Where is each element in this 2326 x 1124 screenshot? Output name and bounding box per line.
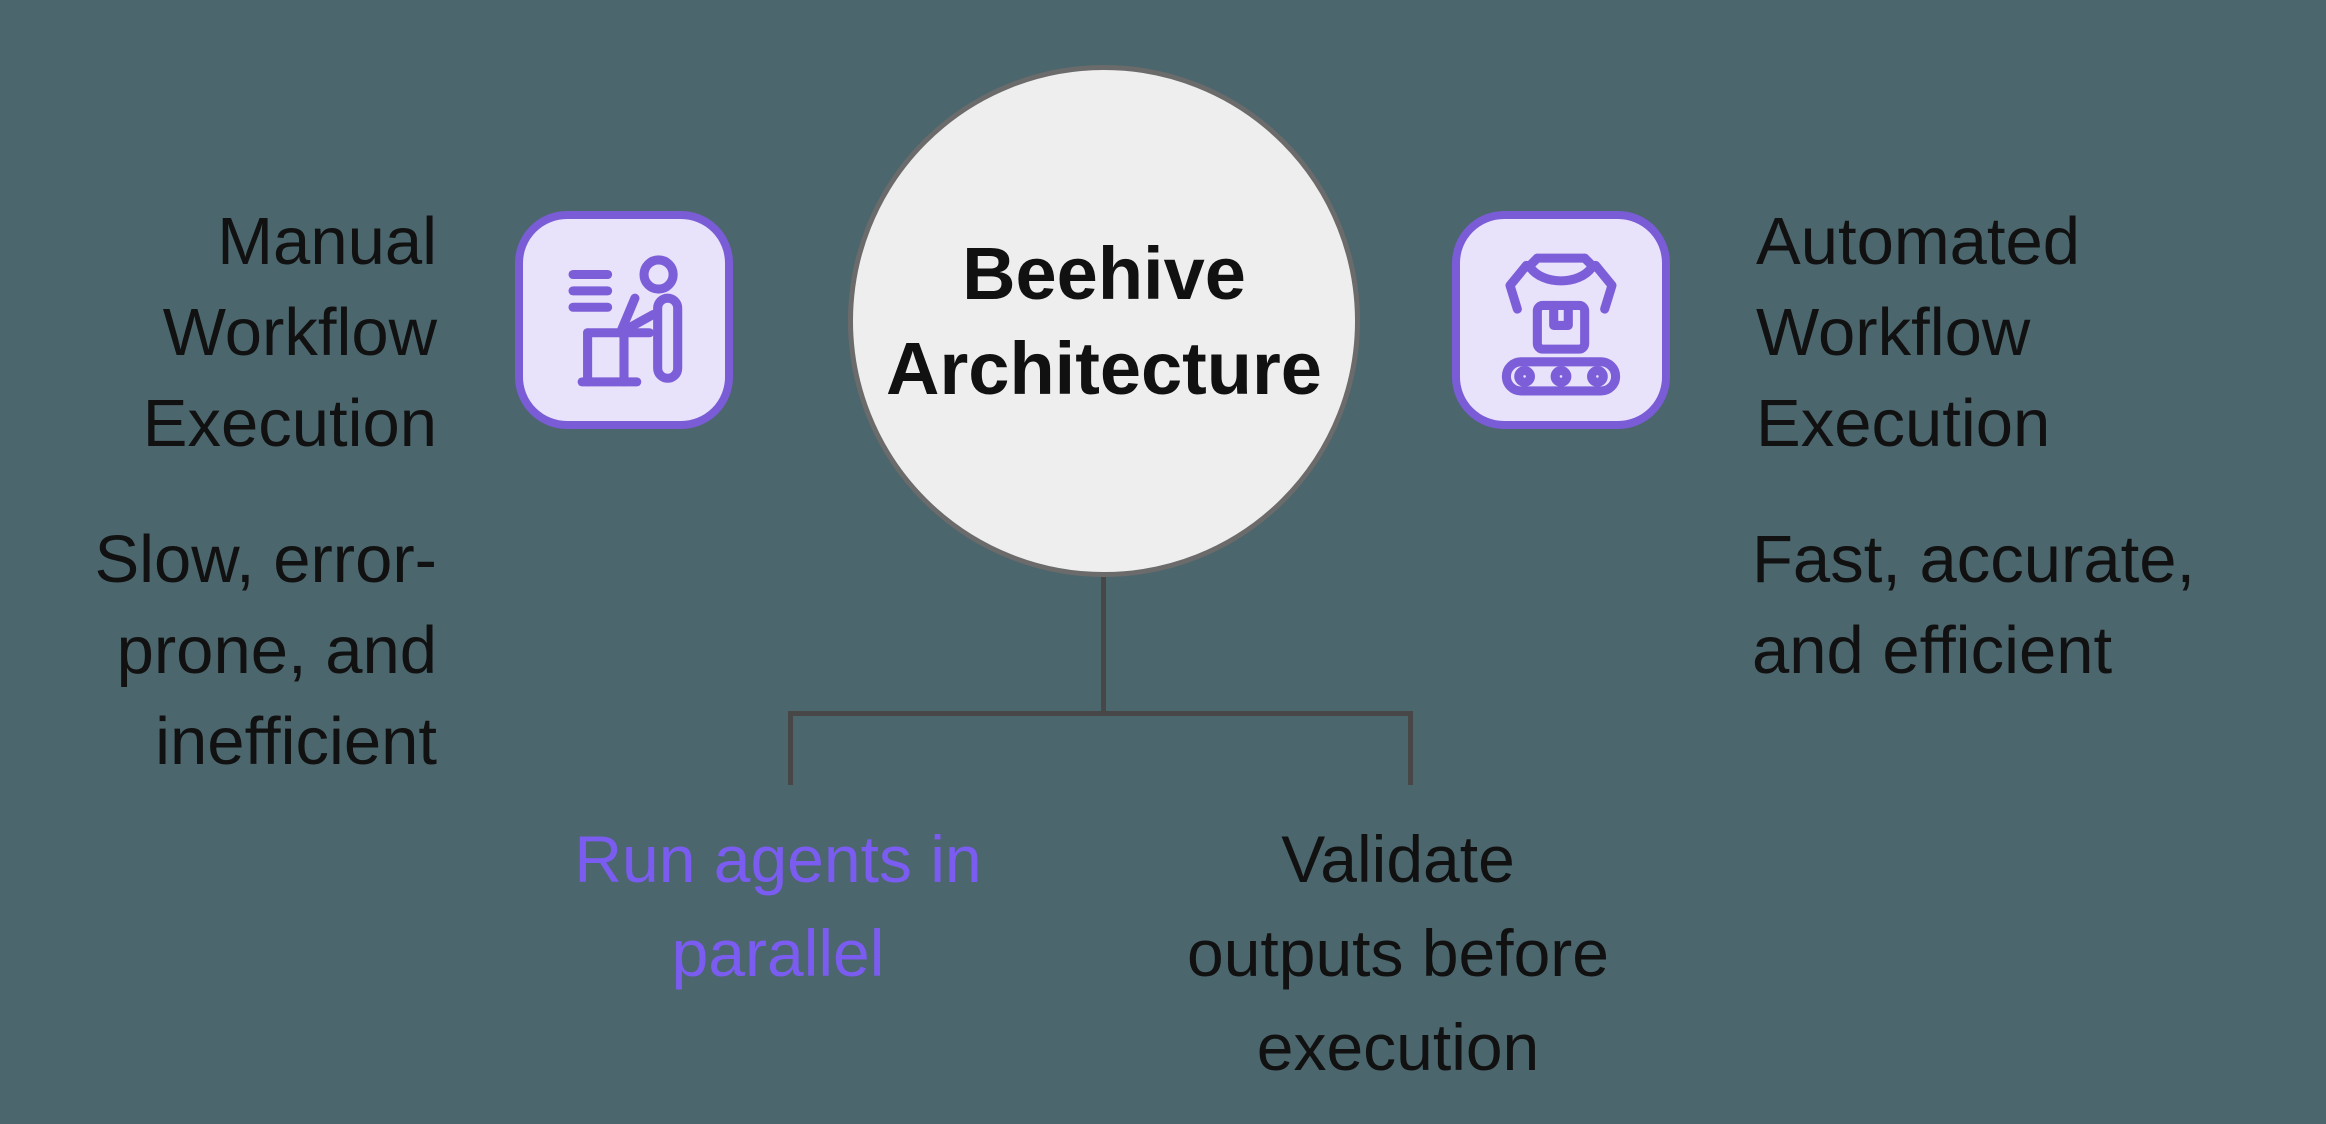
- automated-icon-card: [1452, 211, 1670, 429]
- connector-stub-right: [1408, 711, 1413, 785]
- branch-parallel-line2: parallel: [671, 916, 885, 990]
- connector-stub-left: [788, 711, 793, 785]
- branch-validate-line1: Validate: [1281, 822, 1515, 896]
- connector-stem: [1101, 577, 1106, 713]
- manual-subtext-line2: prone, and: [116, 613, 437, 688]
- manual-heading-line3: Execution: [142, 386, 437, 461]
- manual-subtext-line3: inefficient: [155, 704, 437, 779]
- automated-heading-line1: Automated: [1756, 204, 2081, 279]
- center-node: Beehive Architecture: [848, 65, 1360, 577]
- automated-heading-line2: Workflow: [1756, 295, 2031, 370]
- manual-heading-line1: Manual: [217, 204, 437, 279]
- automated-heading-line3: Execution: [1756, 386, 2051, 461]
- robot-arm-conveyor-icon: [1501, 253, 1621, 396]
- manual-subtext: Slow, error- prone, and inefficient: [94, 514, 437, 787]
- branch-parallel-line1: Run agents in: [574, 822, 982, 896]
- manual-icon-card: [515, 211, 733, 429]
- center-node-label-line2: Architecture: [886, 327, 1322, 410]
- branch-label-run-agents-in-parallel: Run agents in parallel: [468, 812, 1088, 1000]
- branch-validate-line3: execution: [1256, 1010, 1540, 1084]
- automated-subtext: Fast, accurate, and efficient: [1752, 514, 2195, 696]
- connector-crossbar: [788, 711, 1413, 716]
- branch-label-validate-outputs: Validate outputs before execution: [1088, 812, 1708, 1094]
- center-node-label-line1: Beehive: [962, 232, 1246, 315]
- manual-heading-line2: Workflow: [162, 295, 437, 370]
- manual-heading: Manual Workflow Execution: [143, 196, 437, 469]
- branch-validate-line2: outputs before: [1187, 916, 1609, 990]
- automated-heading: Automated Workflow Execution: [1756, 196, 2080, 469]
- person-at-desk-icon: [568, 255, 683, 387]
- automated-subtext-line1: Fast, accurate,: [1752, 522, 2196, 597]
- manual-subtext-line1: Slow, error-: [94, 522, 437, 597]
- automated-subtext-line2: and efficient: [1752, 613, 2113, 688]
